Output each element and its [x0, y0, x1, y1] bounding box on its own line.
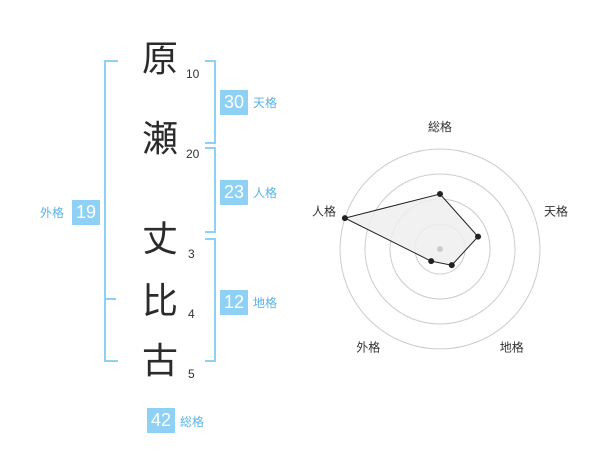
jinkaku-value: 23: [220, 180, 248, 205]
radar-center-dot: [437, 246, 443, 252]
chikaku-bracket: [205, 238, 216, 362]
gaikaku-bracket-tick: [104, 298, 116, 300]
stroke-count-5: 5: [188, 367, 195, 381]
radar-axis-label: 天格: [544, 203, 568, 218]
radar-point-総格: [437, 191, 443, 197]
gaikaku-label: 外格: [40, 206, 65, 220]
radar-grid-ring-3: [364, 173, 516, 325]
name-char-3: 丈: [141, 219, 178, 260]
stroke-count-4: 4: [188, 307, 195, 321]
chikaku-label: 地格: [253, 296, 278, 310]
soukaku-label: 総格: [180, 415, 205, 429]
radar-axis-label: 総格: [428, 119, 452, 134]
stroke-count-3: 3: [188, 247, 195, 261]
name-char-2: 瀬: [141, 119, 178, 160]
radar-grid-ring-4: [339, 148, 541, 350]
name-char-4: 比: [141, 281, 178, 322]
tenkaku-label: 天格: [253, 96, 278, 110]
gaikaku-value: 19: [72, 200, 100, 225]
name-char-1: 原: [141, 39, 178, 80]
stroke-count-1: 10: [186, 67, 200, 81]
name-char-5: 古: [141, 341, 178, 382]
stroke-count-2: 20: [186, 147, 200, 161]
radar-axis-label: 外格: [356, 340, 380, 355]
radar-data-polygon: [343, 193, 479, 266]
radar-axis-label: 人格: [312, 203, 336, 218]
radar-point-人格: [341, 215, 348, 222]
soukaku-value: 42: [147, 408, 175, 433]
radar-axis-label: 地格: [500, 340, 524, 355]
radar-point-外格: [428, 258, 435, 265]
gaikaku-bracket: [104, 60, 118, 362]
chikaku-value: 12: [220, 290, 248, 315]
jinkaku-label: 人格: [253, 186, 278, 200]
radar-point-天格: [475, 233, 482, 240]
tenkaku-value: 30: [220, 90, 248, 115]
jinkaku-bracket: [205, 147, 216, 233]
radar-point-地格: [448, 262, 455, 269]
tenkaku-bracket: [205, 60, 216, 144]
